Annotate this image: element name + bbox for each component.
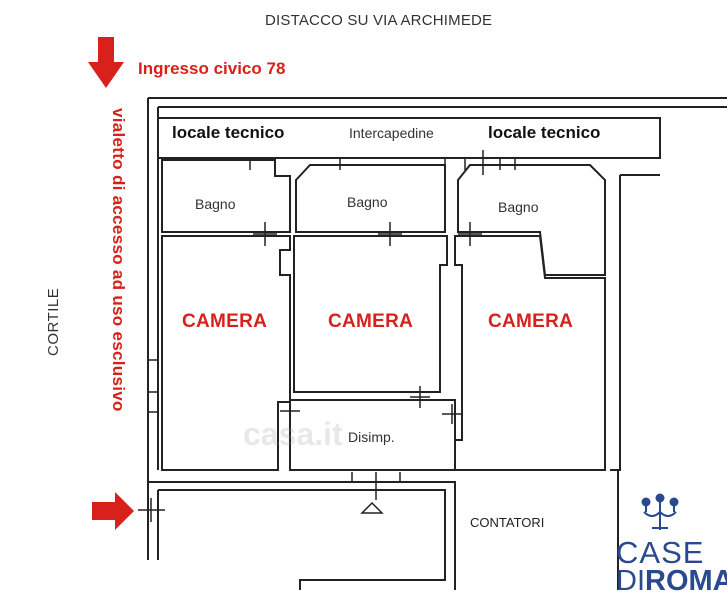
tech-room-left-label: locale tecnico (172, 123, 285, 142)
camera-room-1 (161, 235, 291, 471)
logo-line2-suffix: ROMA (645, 565, 727, 597)
meters-label: CONTATORI (470, 515, 545, 530)
window-marks (148, 158, 516, 482)
hall-label: Disimp. (348, 429, 395, 445)
watermark: casa.it (243, 416, 343, 452)
camera-1-label: CAMERA (182, 311, 268, 332)
camera-3-label: CAMERA (488, 311, 574, 332)
bathroom-block (457, 164, 606, 276)
hall (289, 399, 456, 471)
logo-line2-prefix: DI (616, 565, 645, 597)
logo-line1: CASE (616, 535, 705, 570)
service-strip (158, 117, 661, 159)
bath-1-label: Bagno (195, 196, 236, 212)
camera-room-3 (454, 235, 606, 471)
interspace-label: Intercapedine (349, 125, 434, 141)
access-arrow-icon (92, 492, 134, 530)
outer-wall (147, 97, 727, 560)
bathroom-block (295, 164, 446, 233)
entrance-label: Ingresso civico 78 (138, 59, 286, 78)
tech-room-right-label: locale tecnico (488, 123, 601, 142)
bath-2-label: Bagno (347, 194, 388, 210)
camera-room-2 (293, 235, 448, 393)
side-wall (610, 174, 660, 590)
walkway-label: vialetto di accesso ad uso esclusivo (109, 108, 128, 412)
street-lamp-icon (641, 493, 679, 530)
entrance-arrow-icon (88, 37, 124, 88)
logo-line2: DIROMA (616, 567, 727, 596)
meter-triangle (360, 501, 384, 514)
door-marks (138, 150, 484, 522)
bath-3-label: Bagno (498, 199, 539, 215)
camera-2-label: CAMERA (328, 311, 414, 332)
street-setback-heading: DISTACCO SU VIA ARCHIMEDE (265, 12, 493, 29)
meter-area (148, 481, 456, 590)
courtyard-label: CORTILE (45, 287, 62, 356)
